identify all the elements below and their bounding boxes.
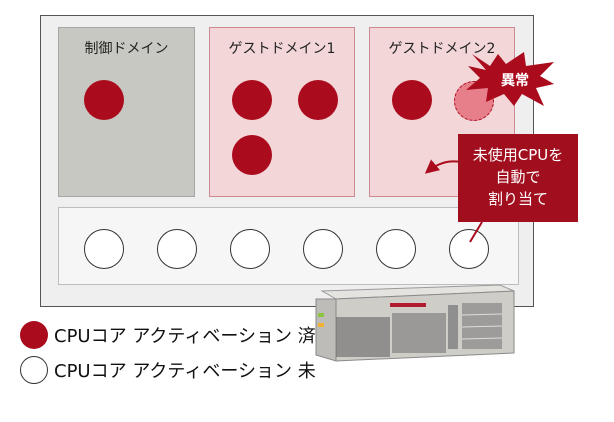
server-hardware-icon [315, 284, 515, 362]
fault-burst-icon [466, 52, 554, 106]
guest-domain-1: ゲストドメイン1 [209, 27, 355, 197]
control-domain: 制御ドメイン [58, 27, 195, 197]
callout-line: 割り当て [487, 190, 548, 208]
legend-active-swatch [20, 321, 48, 349]
inactive-cpu-core [230, 229, 270, 269]
control-domain-title: 制御ドメイン [84, 41, 169, 57]
inactive-cpu-core [449, 229, 489, 269]
guest-domain-1-title: ゲストドメイン1 [228, 41, 336, 57]
callout-line: 自動で [495, 168, 541, 186]
guest-domain-2-title: ゲストドメイン2 [388, 41, 496, 57]
fault-label: 異常 [501, 73, 529, 89]
inactive-cpu-core [376, 229, 416, 269]
inactive-cpu-core [84, 229, 124, 269]
legend-inactive-swatch [20, 356, 48, 384]
active-cpu-core [392, 80, 432, 120]
callout-line: 未使用CPUを [472, 146, 564, 164]
active-cpu-core [232, 135, 272, 175]
active-cpu-core [232, 80, 272, 120]
active-cpu-core [298, 80, 338, 120]
legend-inactive-label: CPUコア アクティベーション 未 [54, 361, 316, 382]
inactive-cpu-core [303, 229, 343, 269]
unassigned-cpu-pool [58, 207, 519, 285]
auto-assign-callout: 未使用CPUを 自動で 割り当て [458, 134, 578, 222]
legend-active-label: CPUコア アクティベーション 済 [54, 326, 316, 347]
active-cpu-core [84, 80, 124, 120]
inactive-cpu-core [157, 229, 197, 269]
